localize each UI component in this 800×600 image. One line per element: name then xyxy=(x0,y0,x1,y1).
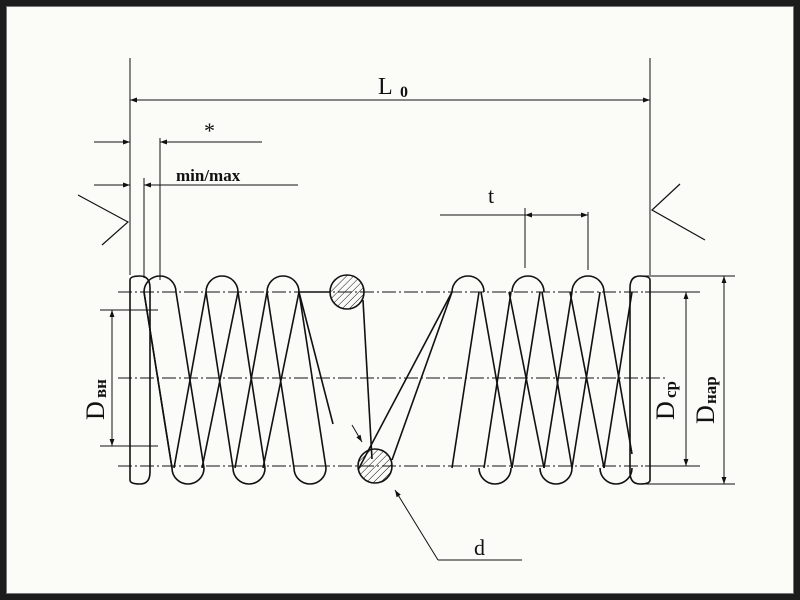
coil-top-loop xyxy=(266,275,300,293)
coil-strand xyxy=(603,291,633,469)
coil-strand xyxy=(362,299,373,460)
svg-text:L: L xyxy=(378,74,393,100)
wire-section-top xyxy=(329,274,365,310)
svg-text:вн: вн xyxy=(91,379,110,398)
coil-strand xyxy=(266,291,295,469)
coil-strand xyxy=(298,291,327,469)
coil-top-loop xyxy=(205,275,239,293)
label-wire-diameter: d xyxy=(474,535,485,560)
coil-strand xyxy=(391,291,453,461)
coil-strand xyxy=(173,291,207,469)
label-outer-diameter: D нар xyxy=(691,376,720,424)
coil-strand xyxy=(571,291,601,469)
coil-strand xyxy=(234,291,268,469)
coil-top-loop xyxy=(451,275,485,293)
coil-strand xyxy=(205,291,234,469)
coil-strand xyxy=(451,291,480,469)
coil-strand xyxy=(483,291,512,469)
label-min-max: min/max xyxy=(176,166,241,185)
coil-top-loop xyxy=(571,275,605,293)
end-coil-left xyxy=(129,275,151,485)
coil-bottom-loop xyxy=(478,467,512,485)
coil-strand xyxy=(511,291,541,469)
wire-section-bottom xyxy=(357,448,393,484)
coil-bottom-loop xyxy=(171,467,205,485)
coil-bottom-loop xyxy=(599,467,633,485)
ground-end-mark-right xyxy=(650,183,706,241)
coil-strand xyxy=(143,291,173,469)
svg-text:D: D xyxy=(81,401,110,420)
ground-end-mark-left xyxy=(77,194,130,246)
coil-bottom-loop xyxy=(232,467,266,485)
coil-bottom-loop xyxy=(293,467,327,485)
coil-top-loop xyxy=(511,275,545,293)
coil-bottom-loop xyxy=(539,467,573,485)
leader-wire-diameter xyxy=(351,424,522,561)
label-pitch: t xyxy=(488,183,494,208)
coil-strand xyxy=(541,291,573,469)
svg-text:0: 0 xyxy=(400,84,408,101)
end-coil-right xyxy=(629,275,651,485)
label-inner-diameter: D вн xyxy=(81,379,110,420)
label-free-length: L 0 xyxy=(378,74,408,101)
svg-text:D: D xyxy=(691,405,720,424)
coil-strand xyxy=(603,291,633,455)
coil-strand xyxy=(569,291,605,469)
coil-strand xyxy=(543,291,573,469)
coil-strand xyxy=(480,291,513,469)
svg-text:ср: ср xyxy=(661,381,680,398)
svg-text:нар: нар xyxy=(701,376,720,404)
coil-strand xyxy=(298,291,334,425)
spring-coils xyxy=(129,275,651,485)
coil-strand xyxy=(357,291,453,471)
svg-text:D: D xyxy=(651,401,680,420)
label-mean-diameter: D ср xyxy=(651,381,680,420)
extension-lines xyxy=(100,58,735,485)
label-star: * xyxy=(204,118,215,143)
